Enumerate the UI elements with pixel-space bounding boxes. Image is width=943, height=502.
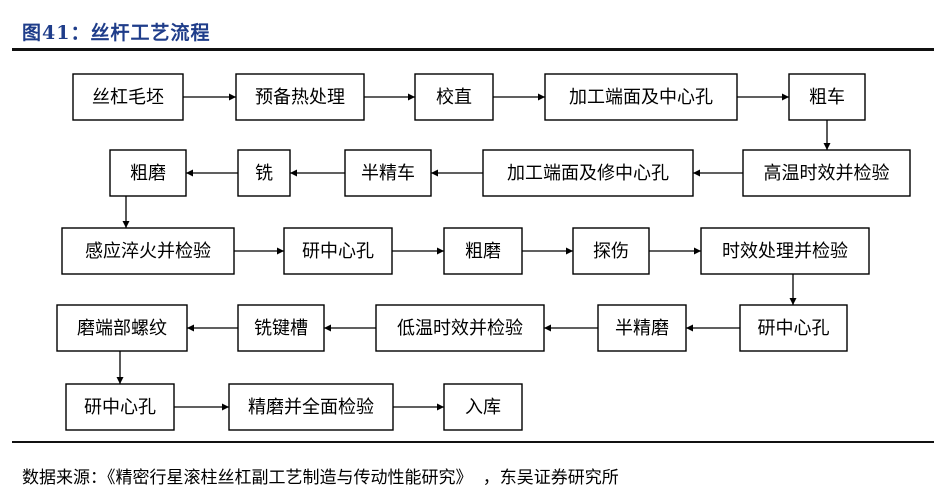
process-node-label: 低温时效并检验 xyxy=(397,318,523,339)
process-node-box xyxy=(228,383,394,431)
process-node-box xyxy=(739,304,848,352)
process-node-label: 校直 xyxy=(436,87,472,108)
process-node-23: 入库 xyxy=(443,383,523,431)
process-node-label: 加工端面及修中心孔 xyxy=(507,163,669,184)
process-node-label: 探伤 xyxy=(593,241,629,262)
process-node-box xyxy=(237,149,291,197)
top-rule xyxy=(12,48,934,51)
process-node-14: 探伤 xyxy=(572,227,650,275)
process-node-10: 粗磨 xyxy=(109,149,187,197)
process-node-21: 研中心孔 xyxy=(65,383,175,431)
process-node-label: 入库 xyxy=(465,397,501,418)
process-node-box xyxy=(443,383,523,431)
process-node-label: 粗磨 xyxy=(465,241,501,262)
process-node-box xyxy=(414,73,494,121)
process-node-box xyxy=(597,304,687,352)
process-node-label: 研中心孔 xyxy=(84,397,156,418)
process-node-label: 研中心孔 xyxy=(302,241,374,262)
process-node-9: 铣 xyxy=(237,149,291,197)
process-node-16: 研中心孔 xyxy=(739,304,848,352)
process-node-label: 加工端面及中心孔 xyxy=(569,87,713,108)
process-node-label: 粗磨 xyxy=(130,163,166,184)
process-node-15: 时效处理并检验 xyxy=(700,227,870,275)
process-node-label: 高温时效并检验 xyxy=(764,163,890,184)
bottom-rule xyxy=(12,441,934,443)
process-node-box xyxy=(283,227,393,275)
process-node-1: 丝杠毛坯 xyxy=(72,73,184,121)
process-node-label: 感应淬火并检验 xyxy=(85,241,211,262)
process-node-box xyxy=(65,383,175,431)
process-node-6: 高温时效并检验 xyxy=(742,149,911,197)
process-node-label: 铣 xyxy=(255,163,273,184)
process-node-19: 铣键槽 xyxy=(237,304,325,352)
process-node-box xyxy=(482,149,694,197)
process-node-box xyxy=(61,227,235,275)
process-node-box xyxy=(235,73,365,121)
process-node-7: 加工端面及修中心孔 xyxy=(482,149,694,197)
process-node-box xyxy=(443,227,523,275)
process-node-3: 校直 xyxy=(414,73,494,121)
process-node-label: 铣键槽 xyxy=(254,318,308,339)
process-node-label: 预备热处理 xyxy=(255,87,345,108)
process-node-box xyxy=(109,149,187,197)
source-note: 数据来源：《精密行星滚柱丝杠副工艺制造与传动性能研究》 ，东吴证券研究所 xyxy=(22,468,619,488)
process-node-11: 感应淬火并检验 xyxy=(61,227,235,275)
process-node-18: 低温时效并检验 xyxy=(375,304,545,352)
process-node-label: 研中心孔 xyxy=(758,318,830,339)
process-node-box xyxy=(344,149,432,197)
figure-title: 图41：丝杆工艺流程 xyxy=(22,22,211,44)
process-node-label: 丝杠毛坯 xyxy=(92,87,164,108)
process-node-13: 粗磨 xyxy=(443,227,523,275)
process-node-box xyxy=(375,304,545,352)
process-node-12: 研中心孔 xyxy=(283,227,393,275)
process-node-label: 半精车 xyxy=(361,163,415,184)
process-node-label: 粗车 xyxy=(809,87,845,108)
process-node-box xyxy=(572,227,650,275)
process-node-label: 精磨并全面检验 xyxy=(248,397,374,418)
process-node-box xyxy=(742,149,911,197)
process-node-20: 磨端部螺纹 xyxy=(56,304,188,352)
process-node-box xyxy=(237,304,325,352)
process-node-2: 预备热处理 xyxy=(235,73,365,121)
process-node-box xyxy=(700,227,870,275)
process-node-label: 磨端部螺纹 xyxy=(77,318,167,339)
edges xyxy=(116,93,831,411)
process-node-label: 半精磨 xyxy=(615,318,669,339)
process-node-box xyxy=(788,73,866,121)
process-node-box xyxy=(56,304,188,352)
process-node-box xyxy=(544,73,738,121)
process-node-22: 精磨并全面检验 xyxy=(228,383,394,431)
process-node-box xyxy=(72,73,184,121)
process-node-8: 半精车 xyxy=(344,149,432,197)
process-node-4: 加工端面及中心孔 xyxy=(544,73,738,121)
process-node-label: 时效处理并检验 xyxy=(722,241,848,262)
process-node-17: 半精磨 xyxy=(597,304,687,352)
process-node-5: 粗车 xyxy=(788,73,866,121)
